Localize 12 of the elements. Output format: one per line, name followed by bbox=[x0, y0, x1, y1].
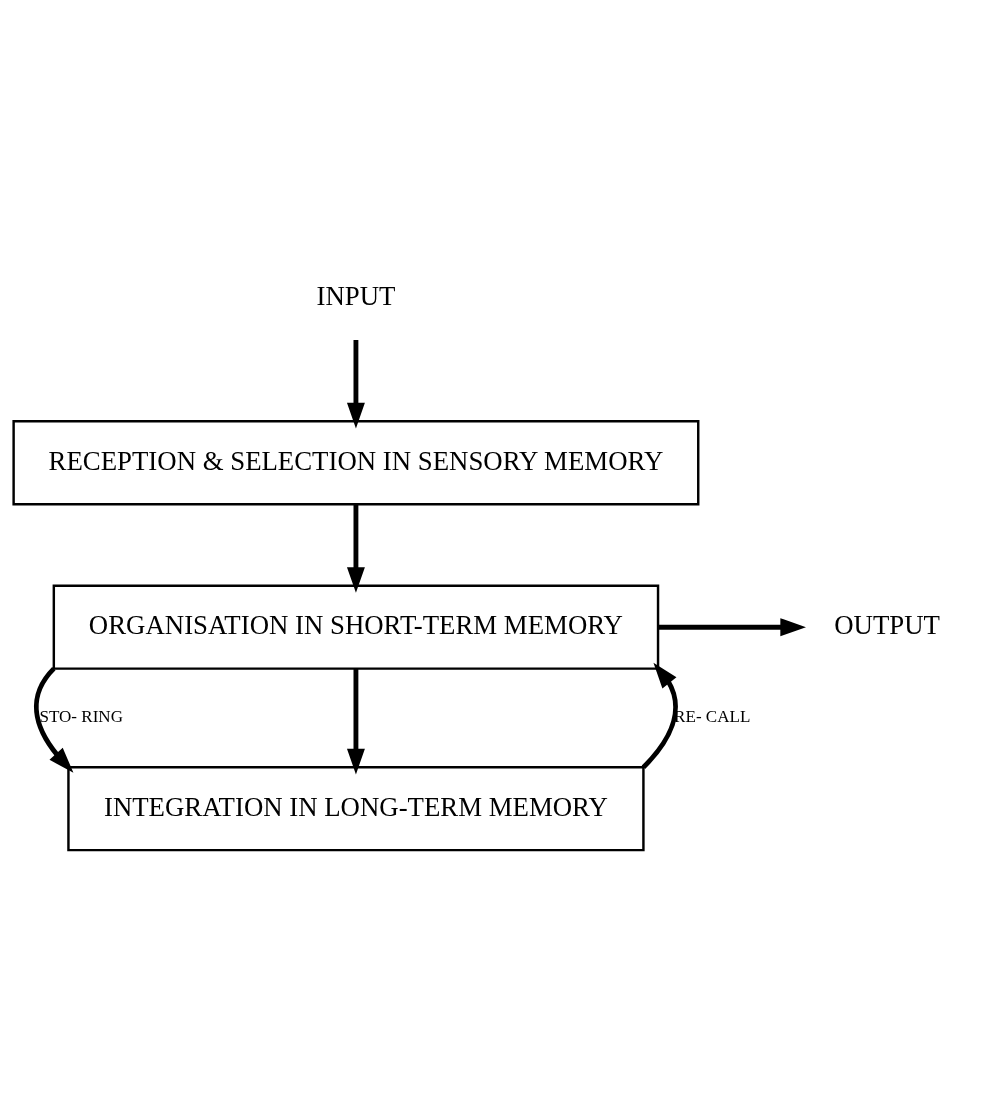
arrow bbox=[346, 340, 365, 429]
node-box: INTEGRATION IN LONG-TERM MEMORY bbox=[67, 766, 645, 852]
arrow bbox=[641, 662, 678, 769]
arrow bbox=[346, 669, 365, 775]
arrow bbox=[34, 667, 74, 773]
node-box: ORGANISATION IN SHORT-TERM MEMORY bbox=[52, 584, 660, 670]
arrow bbox=[658, 618, 806, 637]
node-text: OUTPUT bbox=[834, 610, 940, 641]
edge-label: STO- RING bbox=[39, 707, 123, 727]
node-text: INPUT bbox=[316, 281, 396, 312]
arrow bbox=[346, 504, 365, 593]
node-box: RECEPTION & SELECTION IN SENSORY MEMORY bbox=[12, 420, 700, 506]
